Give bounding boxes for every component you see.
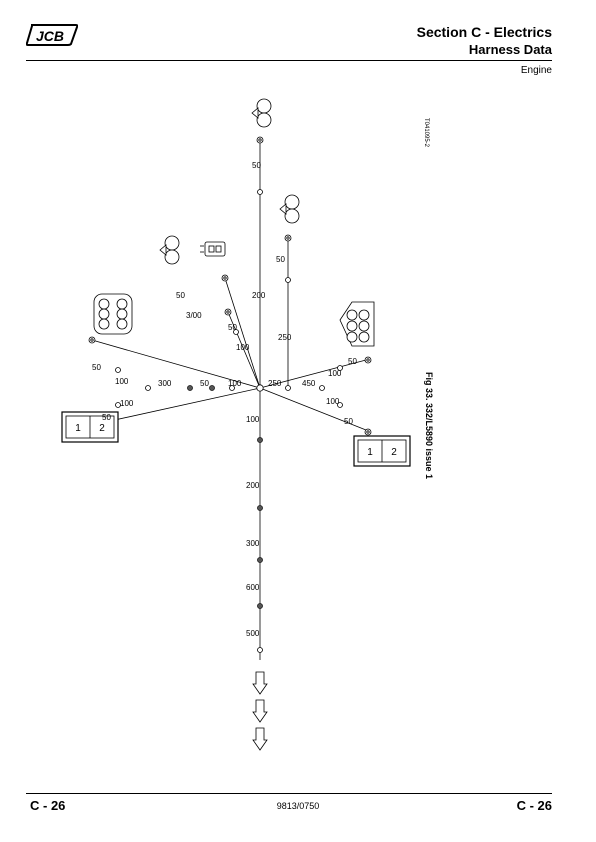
splice bbox=[233, 329, 239, 335]
figure-caption: Fig 33. 332/L5890 issue 1 bbox=[424, 372, 434, 479]
figure-ref-code: T041095-2 bbox=[423, 118, 429, 148]
harness-arrows bbox=[252, 671, 268, 751]
splice bbox=[115, 367, 121, 373]
length-label: 50 bbox=[200, 379, 209, 388]
inline-splice bbox=[257, 505, 263, 511]
inline-splices bbox=[187, 385, 263, 609]
length-label: 50 bbox=[252, 161, 261, 170]
length-label: 50 bbox=[228, 323, 237, 332]
wire-left-down bbox=[91, 387, 261, 426]
svg-text:1: 1 bbox=[367, 447, 373, 458]
length-label: 100 bbox=[328, 369, 342, 378]
splice bbox=[229, 385, 235, 391]
svg-text:2: 2 bbox=[391, 447, 397, 458]
inline-splice bbox=[187, 385, 193, 391]
length-label: 100 bbox=[236, 343, 250, 352]
wire-left-up bbox=[91, 339, 261, 389]
length-label: 50 bbox=[348, 357, 357, 366]
terminal-ends bbox=[88, 136, 372, 436]
connector-pairs bbox=[159, 98, 300, 265]
length-label: 600 bbox=[246, 583, 260, 592]
length-label: 300 bbox=[158, 379, 172, 388]
inline-splice bbox=[257, 557, 263, 563]
length-label: 500 bbox=[246, 629, 260, 638]
length-label: 300 bbox=[246, 539, 260, 548]
section-subtitle: Harness Data bbox=[468, 42, 552, 57]
length-label: 100 bbox=[326, 397, 340, 406]
harness-wires bbox=[91, 140, 367, 660]
length-label: 250 bbox=[278, 333, 292, 342]
svg-text:2: 2 bbox=[99, 423, 105, 434]
inline-splice bbox=[209, 385, 215, 391]
length-label: 200 bbox=[252, 291, 266, 300]
connector-diag bbox=[159, 235, 180, 265]
jcb-logo: JCB bbox=[26, 24, 78, 46]
length-label: 100 bbox=[246, 415, 260, 424]
harness-diagram: 1 2 1 2 50 200 50 250 250 450 50 100 100… bbox=[61, 98, 434, 751]
splice-hub bbox=[256, 384, 264, 392]
wire-right-up bbox=[259, 359, 367, 389]
splice bbox=[285, 277, 291, 283]
section-title: Section C - Electrics bbox=[416, 24, 552, 40]
connector-right-upper bbox=[279, 194, 300, 224]
length-label: 50 bbox=[176, 291, 185, 300]
connector-box-right: 1 2 bbox=[353, 435, 411, 467]
document-number: 9813/0750 bbox=[276, 801, 320, 811]
inline-splice bbox=[257, 437, 263, 443]
length-label: 100 bbox=[120, 399, 134, 408]
page-number-right: C - 26 bbox=[516, 798, 552, 813]
svg-text:1: 1 bbox=[75, 423, 81, 434]
connector-multi-right bbox=[339, 301, 375, 347]
length-label: 50 bbox=[102, 413, 111, 422]
connector-multi-left bbox=[93, 293, 133, 335]
connector-box-left: 1 2 bbox=[61, 411, 119, 443]
wire-diag-long bbox=[224, 277, 261, 389]
splice bbox=[319, 385, 325, 391]
length-label: 200 bbox=[246, 481, 260, 490]
connector-top bbox=[251, 98, 272, 128]
length-label: 50 bbox=[344, 417, 353, 426]
splice bbox=[337, 365, 343, 371]
splice bbox=[115, 402, 121, 408]
splice bbox=[337, 402, 343, 408]
connector-small bbox=[200, 241, 226, 257]
length-label: 50 bbox=[92, 363, 101, 372]
length-label: 50 bbox=[276, 255, 285, 264]
subsection-label: Engine bbox=[520, 65, 552, 76]
length-label: 250 bbox=[268, 379, 282, 388]
length-label: 100 bbox=[228, 379, 242, 388]
length-label: 450 bbox=[302, 379, 316, 388]
page-number-left: C - 26 bbox=[30, 798, 66, 813]
length-label: 3/00 bbox=[186, 311, 202, 320]
wire-right-down bbox=[259, 387, 367, 431]
splice bbox=[145, 385, 151, 391]
wire-diag-mid bbox=[227, 311, 261, 389]
length-label: 100 bbox=[115, 377, 129, 386]
logo-text: JCB bbox=[36, 28, 64, 44]
header-rule bbox=[26, 60, 552, 61]
splice-points bbox=[115, 189, 343, 653]
length-labels: 50 200 50 250 250 450 50 100 100 50 50 3… bbox=[92, 161, 357, 638]
splice bbox=[257, 647, 263, 653]
splice bbox=[257, 189, 263, 195]
footer-rule bbox=[26, 793, 552, 794]
inline-splice bbox=[257, 603, 263, 609]
splice bbox=[285, 385, 291, 391]
